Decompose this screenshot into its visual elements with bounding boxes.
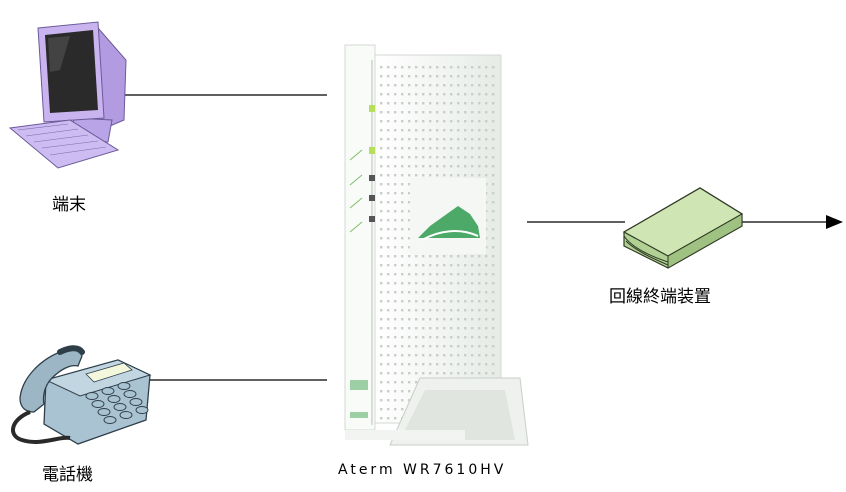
router-device [344, 44, 529, 446]
phone-label: 電話機 [42, 465, 93, 485]
telephone-icon [11, 345, 152, 445]
computer-icon [8, 21, 127, 169]
router-led-1 [369, 105, 375, 112]
terminal-label: 端末 [52, 195, 86, 215]
router-model-label: Aterm WR7610HV [338, 462, 507, 478]
router-led-3 [369, 175, 375, 181]
ont-device [622, 187, 744, 269]
arrow-head-icon [826, 215, 843, 229]
router-logo [418, 206, 480, 238]
ont-label: 回線終端装置 [609, 287, 711, 307]
router-led-5 [369, 216, 375, 222]
router-led-2 [369, 147, 375, 154]
router-led-4 [369, 195, 375, 201]
